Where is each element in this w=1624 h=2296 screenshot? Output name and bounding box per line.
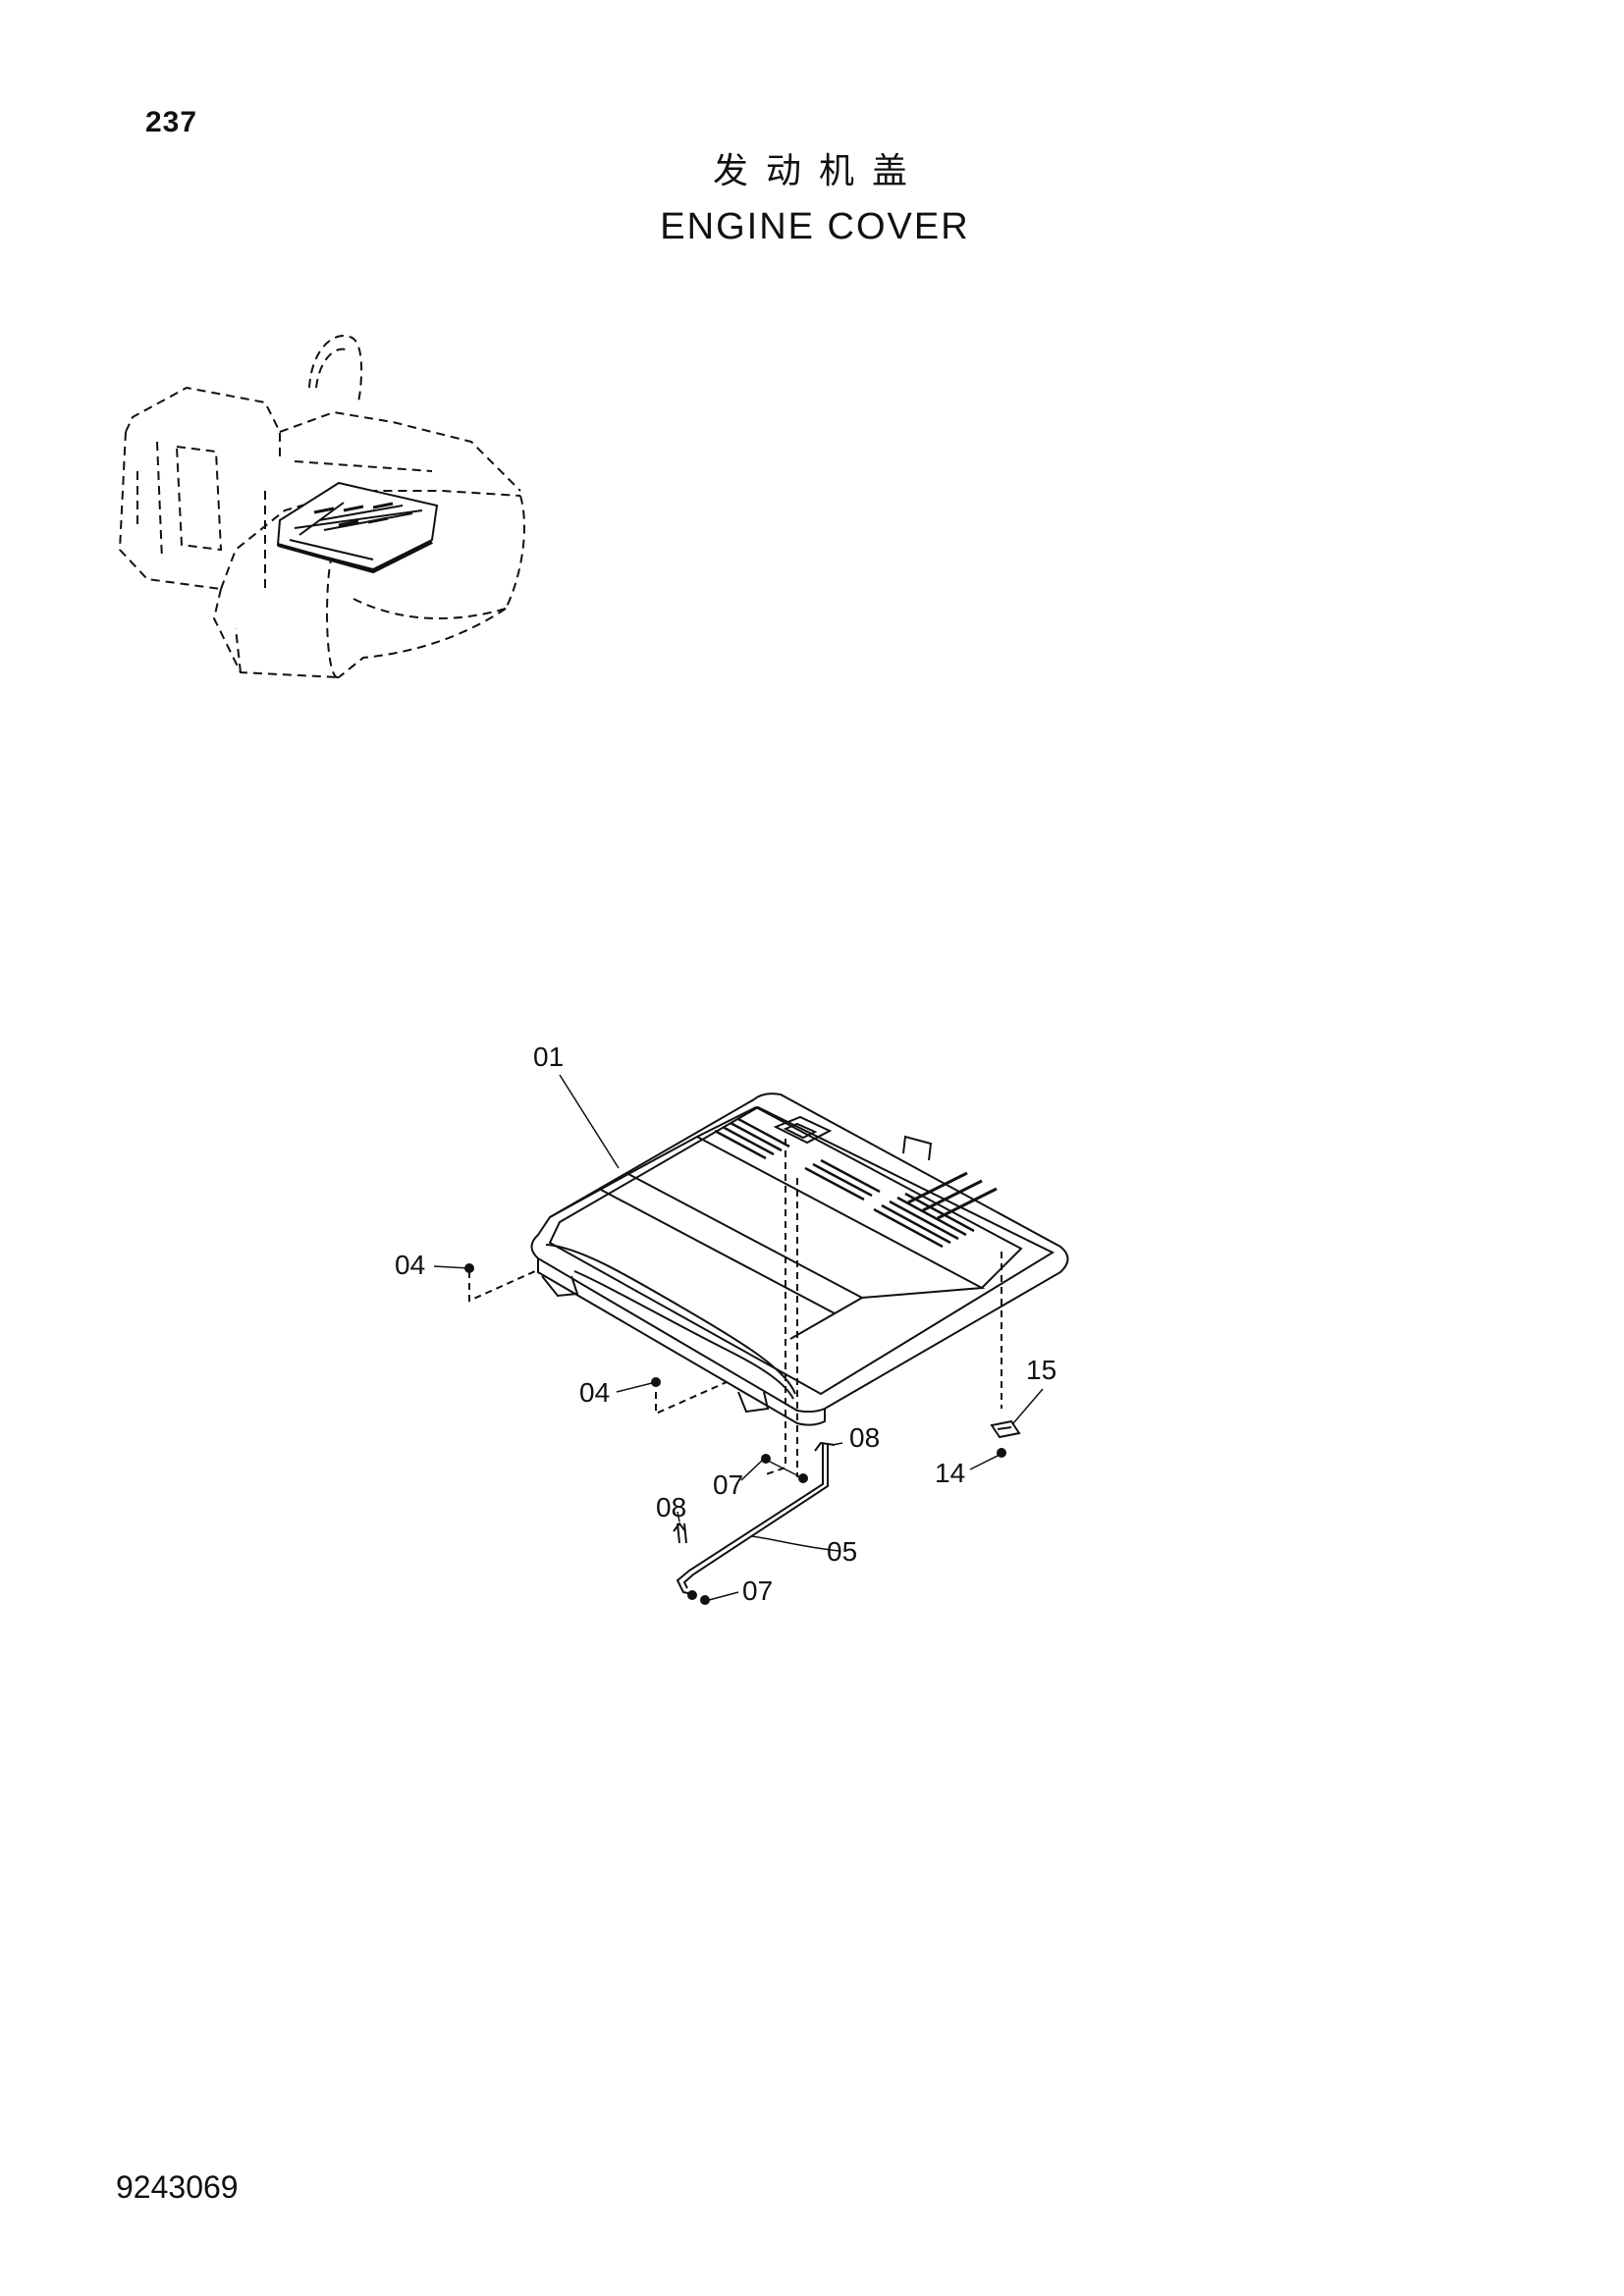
callout-05: 05	[827, 1536, 857, 1567]
page-number: 237	[145, 106, 198, 138]
title-chinese: 发动机盖	[712, 151, 925, 191]
engine-cover-assembly	[530, 1093, 1069, 1426]
leader-lines	[433, 1074, 1044, 1601]
callout-15: 15	[1026, 1355, 1056, 1385]
engine-cover-highlight	[276, 481, 439, 574]
title-english: ENGINE COVER	[660, 206, 970, 247]
callout-04-center: 04	[579, 1377, 610, 1408]
fasteners	[464, 1263, 1021, 1605]
callout-07-lower: 07	[742, 1575, 773, 1606]
callout-08-lower: 08	[656, 1492, 686, 1522]
assembly-guide-lines	[468, 1139, 1002, 1477]
page-title: 发动机盖 ENGINE COVER	[0, 147, 1624, 249]
support-rod	[673, 1441, 836, 1595]
document-number: 9243069	[116, 2169, 239, 2205]
callout-01: 01	[533, 1041, 564, 1072]
callout-07-upper: 07	[713, 1469, 743, 1500]
callout-04-left: 04	[395, 1250, 425, 1280]
callout-08-upper: 08	[849, 1422, 880, 1453]
callout-14: 14	[935, 1458, 965, 1488]
